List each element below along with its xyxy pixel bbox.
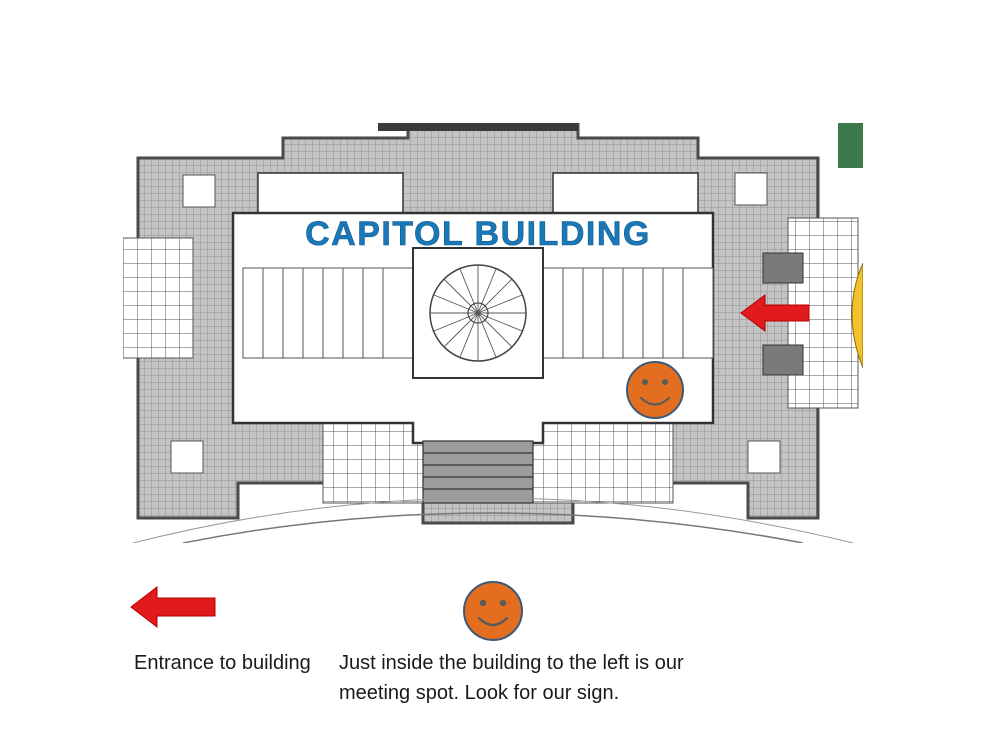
meeting-spot-smiley-icon [626, 361, 684, 419]
entrance-arrow-icon [740, 294, 810, 332]
legend-meeting-smiley [462, 580, 524, 642]
left-stairs [242, 267, 414, 359]
map-title: CAPITOL BUILDING [305, 215, 651, 253]
corner-green [838, 123, 863, 168]
legend-entrance-arrow [129, 584, 219, 630]
floor-plan-map: CAPITOL BUILDING [123, 123, 863, 543]
east-lawn [851, 262, 863, 369]
legend-meeting-label: Just inside the building to the left is … [339, 652, 684, 704]
floor-plan-svg: CAPITOL BUILDING [123, 123, 863, 543]
bottom-entrance-steps [422, 440, 534, 504]
left-grid-area [123, 237, 194, 359]
legend-entrance-label: Entrance to building [134, 652, 311, 674]
smiley-face-icon [463, 581, 523, 641]
red-arrow-left-icon [130, 585, 216, 629]
right-stairs [542, 267, 714, 359]
